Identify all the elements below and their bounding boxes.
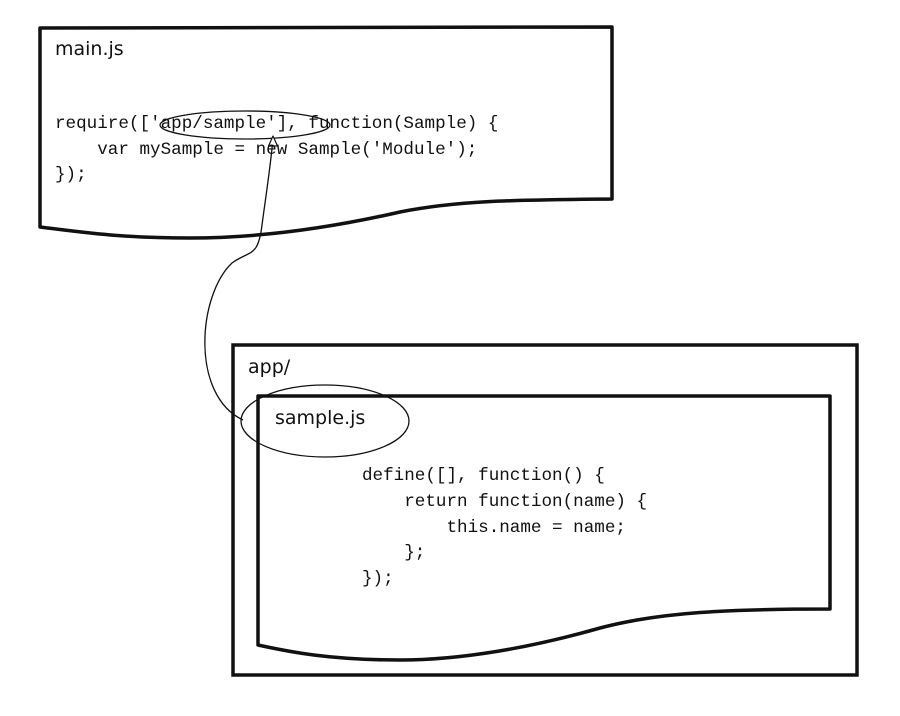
sample-document-shape (256, 394, 832, 662)
module-path-text: 'app/sample' (150, 114, 277, 134)
sample-document-filename: sample.js (275, 407, 366, 429)
main-code-line-3: }); (55, 165, 87, 185)
sample-code-line-3: this.name = name; (362, 518, 626, 538)
main-code-line-1: require(['app/sample'], function(Sample)… (55, 114, 499, 134)
sample-code-line-1: define([], function() { (362, 466, 605, 486)
module-highlight-ellipse (159, 110, 331, 140)
dependency-array-close: ] (276, 114, 288, 134)
sample-code-line-4: }; (362, 543, 426, 563)
filename-highlight-ellipse (240, 384, 410, 458)
main-code-line-2: var mySample = new Sample('Module'); (55, 140, 478, 160)
dependency-array-open: [ (139, 114, 151, 134)
app-folder-label: app/ (248, 356, 291, 378)
callback-signature-text: , function(Sample) { (287, 114, 499, 134)
dependency-arrowhead-icon (267, 135, 279, 147)
main-document-filename: main.js (55, 38, 124, 60)
sample-code-line-2: return function(name) { (362, 492, 648, 512)
dependency-connector-line (204, 138, 274, 421)
main-document-shape (38, 25, 614, 240)
require-call-text: require( (55, 114, 140, 134)
sample-code-line-5: }); (362, 569, 394, 589)
